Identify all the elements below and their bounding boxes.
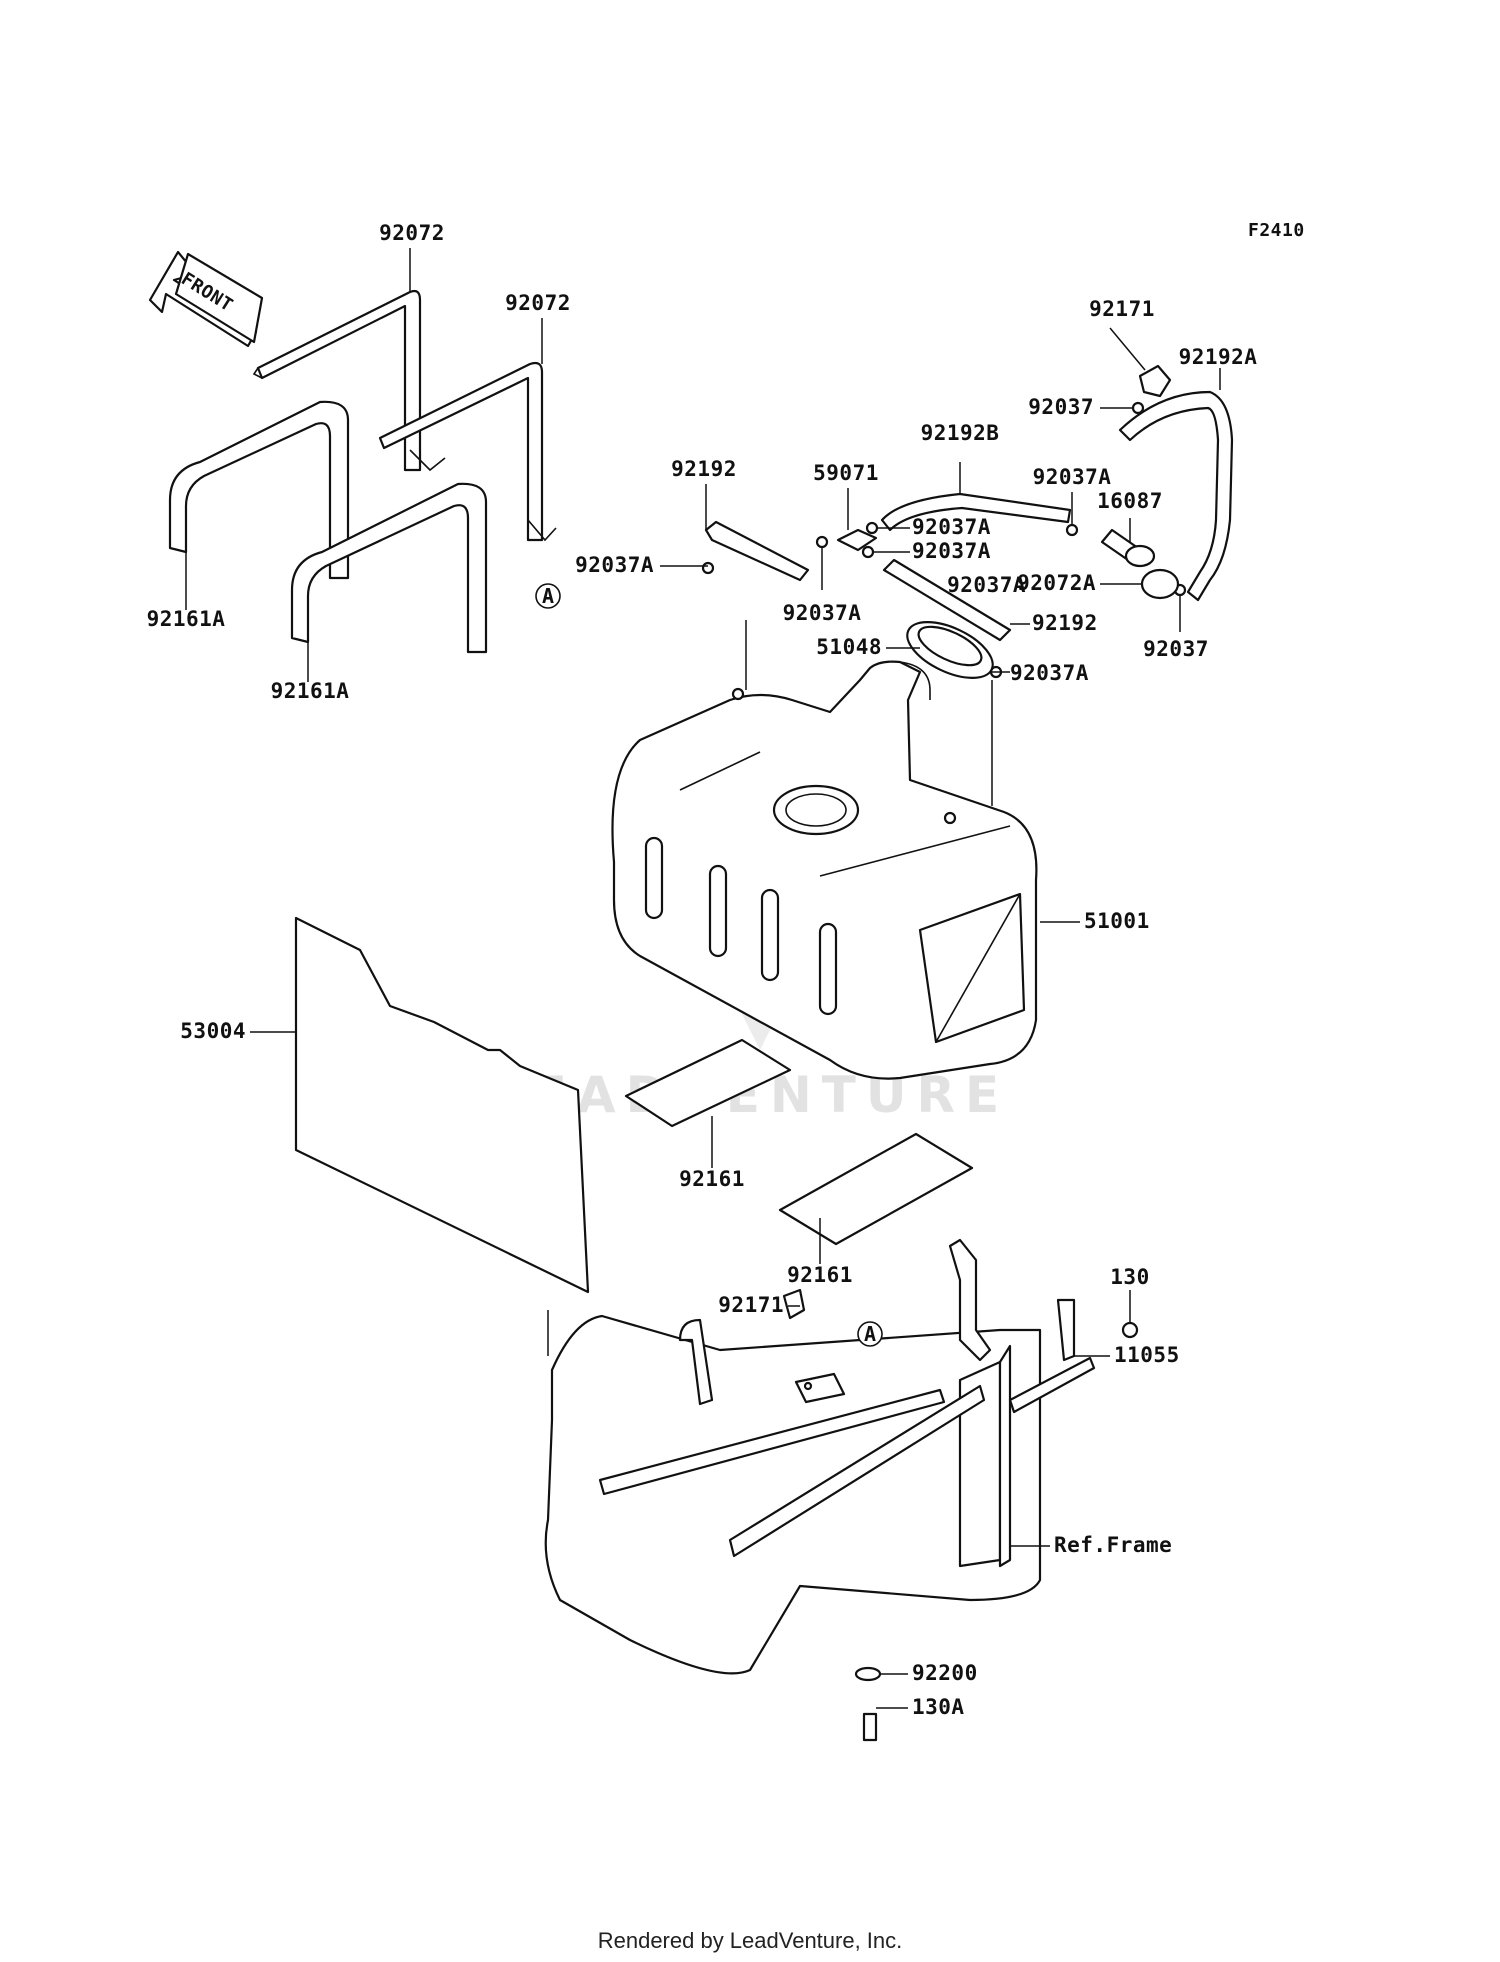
label-92037a-3: 92037A	[912, 539, 991, 563]
clip-92171-upper	[1138, 364, 1172, 398]
label-59071: 59071	[813, 461, 879, 485]
filter-16087	[1100, 528, 1156, 568]
label-92192b: 92192B	[921, 421, 1000, 445]
strap-92072-right	[378, 361, 557, 542]
leader-lines	[185, 248, 1221, 1709]
callout-a-upper-text: A	[542, 584, 554, 608]
label-92192a: 92192A	[1179, 345, 1258, 369]
diagram-code: F2410	[1248, 220, 1305, 241]
label-92037a-6: 92037A	[1010, 661, 1089, 685]
label-92037a-5: 92037A	[1033, 465, 1112, 489]
clip-92171-lower	[782, 1288, 806, 1320]
label-92072a: 92072A	[1017, 571, 1096, 595]
pad-92161-b	[778, 1132, 974, 1246]
label-92037a-1: 92037A	[575, 553, 654, 577]
label-92037a-7: 92037A	[947, 573, 1026, 597]
label-92192-upper: 92192	[671, 457, 737, 481]
part-labels: 92072 92072 92161A 92161A 92192 59071 92…	[147, 221, 1258, 1719]
washer-92200	[854, 1666, 882, 1682]
bolt-130	[1121, 1321, 1139, 1339]
joint-59071	[836, 528, 878, 552]
label-16087: 16087	[1097, 489, 1163, 513]
label-51048: 51048	[816, 635, 882, 659]
fuel-tank-51001	[611, 660, 1038, 1080]
label-ref-frame: Ref.Frame	[1054, 1533, 1172, 1557]
fuel-cap-51048	[906, 621, 994, 679]
label-92161-a: 92161	[679, 1167, 745, 1191]
ref-frame	[544, 1238, 1096, 1675]
label-51001: 51001	[1084, 909, 1150, 933]
label-11055: 11055	[1114, 1343, 1180, 1367]
label-92161a-right: 92161A	[271, 679, 350, 703]
label-92161-b: 92161	[787, 1263, 853, 1287]
mat-53004	[294, 916, 590, 1294]
pad-92161-a	[624, 1038, 792, 1128]
label-92161a-left: 92161A	[147, 607, 226, 631]
label-92171-lower: 92171	[718, 1293, 784, 1317]
clamp-92072a	[1140, 568, 1180, 600]
label-92192-lower: 92192	[1032, 611, 1098, 635]
footer-credit: Rendered by LeadVenture, Inc.	[597, 1928, 903, 1953]
label-130: 130	[1110, 1265, 1149, 1289]
label-92072-right: 92072	[505, 291, 571, 315]
hose-92192-lower	[882, 558, 1012, 642]
label-92072-left: 92072	[379, 221, 445, 245]
callout-a-lower: A	[857, 1321, 883, 1347]
hose-92192-upper	[704, 520, 810, 582]
label-92200: 92200	[912, 1661, 978, 1685]
hose-92192a	[1118, 390, 1234, 602]
pad-92161a-right	[290, 482, 488, 654]
label-92037-upper: 92037	[1028, 395, 1094, 419]
callout-a-lower-text: A	[864, 1322, 876, 1346]
label-130a: 130A	[912, 1695, 965, 1719]
hose-92192b	[880, 492, 1072, 532]
label-53004: 53004	[180, 1019, 246, 1043]
bolt-130a	[862, 1712, 878, 1742]
strap-92072-left	[252, 289, 422, 472]
label-92037-lower: 92037	[1143, 637, 1209, 661]
callout-a-upper: A	[535, 583, 561, 609]
label-92037a-4: 92037A	[783, 601, 862, 625]
label-92171-upper: 92171	[1089, 297, 1155, 321]
front-arrow-icon: FRONT	[148, 250, 264, 348]
label-92037a-2: 92037A	[912, 515, 991, 539]
